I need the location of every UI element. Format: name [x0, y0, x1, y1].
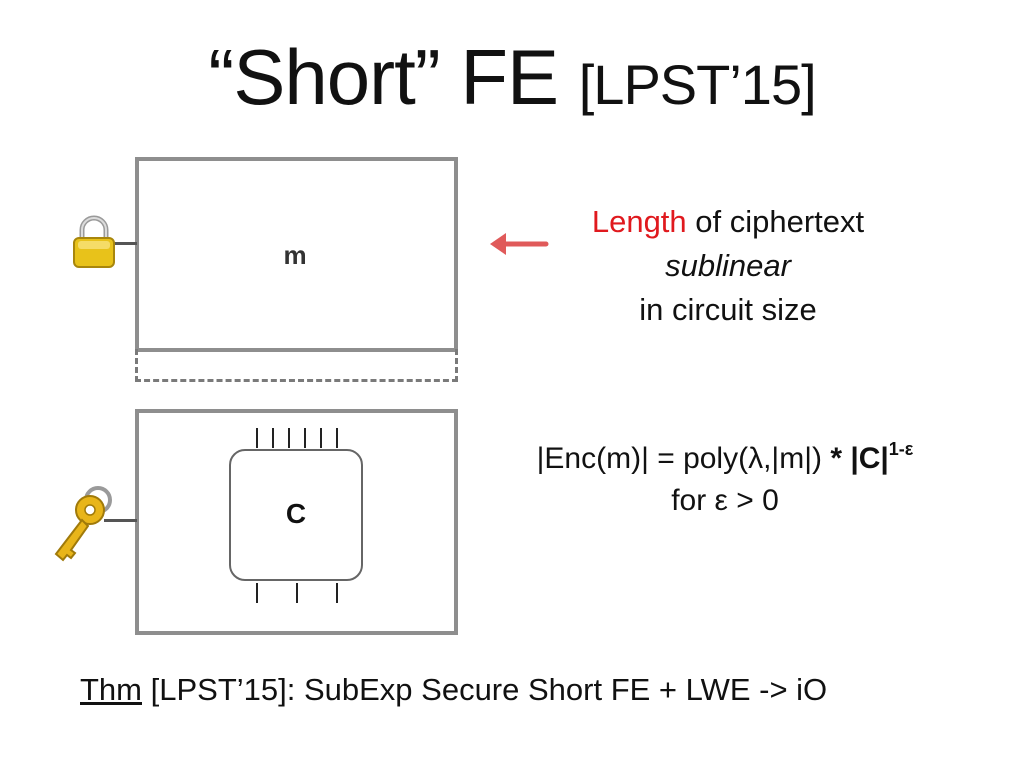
ciphertext-dashed-extension: [135, 349, 458, 382]
left-arrow-icon: [486, 228, 550, 265]
theorem-text: [LPST’15]: SubExp Secure Short FE + LWE …: [142, 672, 828, 707]
chip-input-pin: [336, 428, 338, 448]
title-main: “Short” FE: [208, 33, 559, 121]
length-keyword: Length: [591, 204, 687, 239]
lock-connector: [110, 242, 137, 245]
key-icon: [46, 480, 118, 575]
chip-input-pin: [304, 428, 306, 448]
length-note-line1: Length of ciphertext: [560, 200, 896, 244]
formula-lhs: |Enc(m)| = poly(λ,|m|): [536, 442, 831, 475]
formula-exponent: 1-ε: [888, 439, 914, 459]
chip-output-pin: [336, 583, 338, 603]
length-note-line1-rest: of ciphertext: [686, 204, 865, 239]
slide-title: “Short” FE [LPST’15]: [0, 38, 1024, 116]
formula-condition: for ε > 0: [671, 484, 779, 517]
chip-input-pin: [256, 428, 258, 448]
formula-operator: * |C|: [830, 442, 889, 475]
chip-input-pin: [320, 428, 322, 448]
padlock-icon: [72, 215, 116, 274]
circuit-label: C: [285, 498, 307, 529]
circuit-chip: [229, 449, 363, 581]
title-citation: [LPST’15]: [578, 53, 817, 116]
ciphertext-size-formula: |Enc(m)| = poly(λ,|m|) * |C|1-ε for ε > …: [470, 430, 980, 522]
length-note-line3: in circuit size: [639, 292, 817, 327]
chip-input-pin: [272, 428, 274, 448]
theorem-label: Thm: [80, 672, 142, 707]
message-label: m: [283, 240, 307, 270]
chip-input-pin: [288, 428, 290, 448]
functional-key-box: [135, 409, 458, 635]
ciphertext-box: [135, 157, 458, 352]
ciphertext-length-note: Length of ciphertext sublinear in circui…: [560, 200, 896, 332]
length-note-line2: sublinear: [665, 248, 791, 283]
key-connector: [104, 519, 137, 522]
chip-output-pin: [256, 583, 258, 603]
formula-line1: |Enc(m)| = poly(λ,|m|) * |C|1-ε: [470, 430, 980, 480]
chip-output-pin: [296, 583, 298, 603]
theorem-statement: Thm [LPST’15]: SubExp Secure Short FE + …: [80, 672, 980, 708]
